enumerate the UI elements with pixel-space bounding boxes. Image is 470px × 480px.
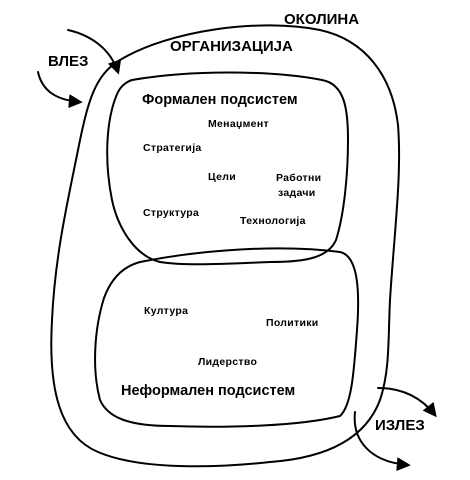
strategy-label: Стратегија <box>143 142 202 154</box>
policies-label: Политики <box>266 317 319 329</box>
work-tasks-label-line2: задачи <box>278 187 316 199</box>
goals-label: Цели <box>208 171 236 183</box>
culture-label: Култура <box>144 305 188 317</box>
organization-boundary <box>50 24 401 468</box>
input-arrow-top <box>67 29 122 75</box>
output-arrow-top <box>377 387 437 418</box>
informal-subsystem-boundary <box>94 247 360 428</box>
management-label: Менаџмент <box>208 118 269 130</box>
leadership-label: Лидерство <box>198 356 257 368</box>
input-label: ВЛЕЗ <box>48 53 88 70</box>
informal-subsystem-title: Неформален подсистем <box>121 383 295 399</box>
environment-label: ОКОЛИНА <box>284 11 359 28</box>
formal-subsystem-title: Формален подсистем <box>142 92 298 108</box>
input-arrow <box>37 71 83 109</box>
organization-label: ОРГАНИЗАЦИЈА <box>170 38 293 55</box>
formal-subsystem-boundary <box>106 71 349 266</box>
technology-label: Технологија <box>240 215 306 227</box>
output-arrow <box>353 411 411 472</box>
work-tasks-label-line1: Работни <box>276 172 321 184</box>
output-label: ИЗЛЕЗ <box>375 417 425 434</box>
structure-label: Структура <box>143 207 199 219</box>
